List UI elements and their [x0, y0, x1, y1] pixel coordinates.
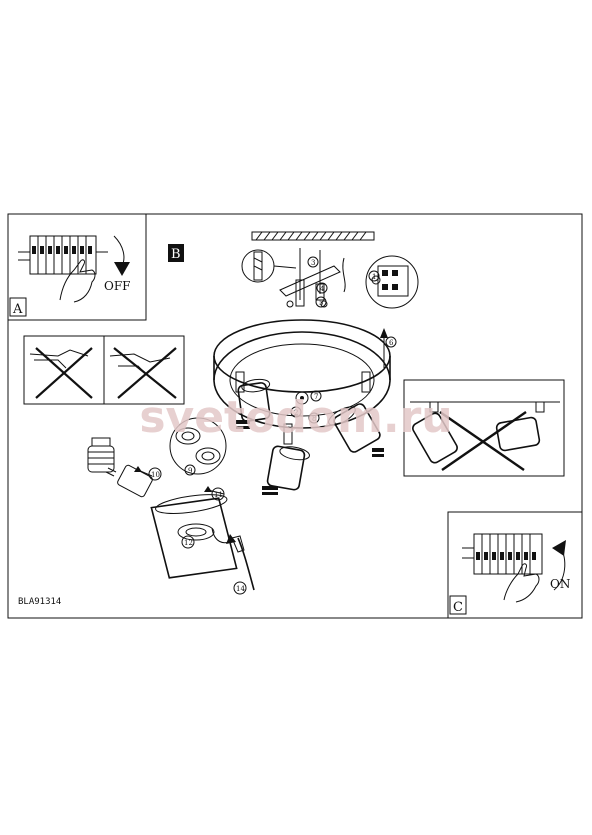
- panel-c-letter: C: [453, 600, 463, 615]
- arrow-down-icon: [113, 235, 125, 267]
- step-6: 6: [389, 339, 394, 347]
- step-14: 14: [236, 585, 245, 593]
- step-4: 4: [320, 285, 325, 293]
- panel-a-letter: A: [12, 302, 23, 317]
- ceiling-hatch: [251, 231, 375, 241]
- step-12: 12: [184, 539, 193, 547]
- step-11: 11: [214, 491, 223, 499]
- step-1: 1: [372, 273, 376, 281]
- spot-head-front: [262, 445, 310, 495]
- spot-head-right: [328, 403, 384, 457]
- panel-c-caption: ON: [550, 577, 570, 591]
- wrong-orientation-warning: [403, 379, 565, 477]
- breaker-block-icon: [29, 235, 97, 275]
- watermark-text: svetodom.ru: [139, 392, 452, 443]
- step-2: 2: [294, 409, 298, 417]
- lamp-base-plate: [213, 319, 391, 445]
- outer-frame: [7, 213, 583, 619]
- step-markers: 3 4 5 6 7 2 8 9 10 11 12 14 1: [148, 256, 397, 595]
- hand-icon: [59, 259, 96, 303]
- drill-detail-icon: [241, 249, 297, 283]
- step-5: 5: [319, 299, 323, 307]
- panel-c-breaker-on: ON C: [447, 511, 583, 619]
- hand-on-icon: [503, 563, 540, 603]
- lamp-shade-icon: [150, 494, 238, 579]
- lamp-socket-icon: [87, 437, 115, 473]
- step-10: 10: [151, 471, 160, 479]
- panel-a-caption: OFF: [104, 279, 131, 293]
- panel-a-breaker-off: OFF A: [7, 213, 147, 321]
- panel-b-letter: B: [171, 247, 181, 262]
- mounting-bracket-icon: [279, 248, 346, 308]
- step-7: 7: [314, 393, 318, 401]
- socket-ring-detail-icon: [169, 417, 227, 475]
- model-code: BLA91314: [18, 597, 61, 607]
- panel-b-label: B: [168, 244, 184, 262]
- step-8: 8: [312, 415, 316, 423]
- step-9: 9: [188, 467, 192, 475]
- assembly-arrows: [134, 466, 225, 495]
- arrow-up-icon: [380, 328, 388, 368]
- step-3: 3: [311, 259, 315, 267]
- cable-icon: [237, 537, 255, 591]
- no-pliers-warning: [23, 335, 185, 405]
- spot-head-left: [236, 378, 271, 429]
- terminal-block-icon: [365, 255, 419, 309]
- breaker-block-on-icon: [473, 533, 543, 575]
- bulb-icon: [105, 464, 153, 498]
